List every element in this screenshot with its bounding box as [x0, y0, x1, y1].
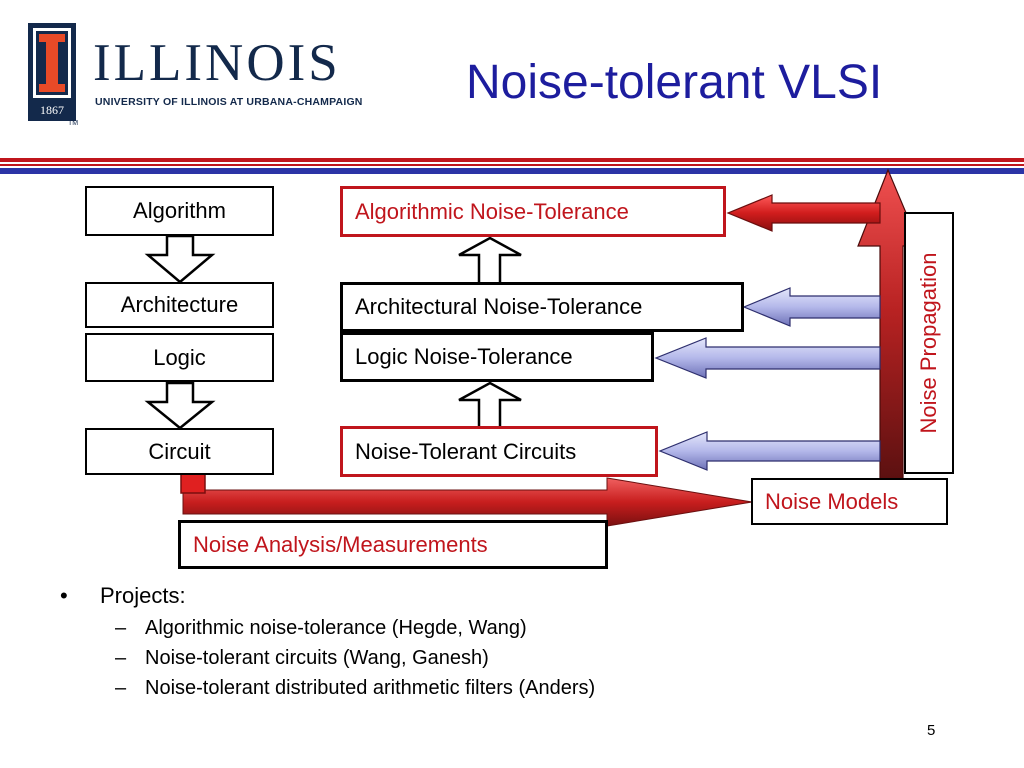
logo-year: 1867 [40, 103, 64, 117]
noise-propagation-box: Noise Propagation [904, 212, 954, 474]
circuit-box: Circuit [85, 428, 274, 475]
noise-propagation-label: Noise Propagation [916, 252, 941, 434]
list-item-text: Noise-tolerant distributed arithmetic fi… [145, 677, 596, 699]
logic-to-circuit-arrow [144, 381, 216, 430]
trademark-mark: TM [68, 120, 79, 127]
header-rule-blue [0, 168, 1024, 174]
algorithm-to-architecture-arrow [144, 234, 216, 284]
noise-analysis-box: Noise Analysis/Measurements [178, 520, 608, 569]
dash-marker: – [115, 617, 127, 639]
slide-title: Noise-tolerant VLSI [466, 56, 883, 109]
architectural-to-algorithmic-arrow [458, 236, 522, 286]
noise-tolerant-circuits-box: Noise-Tolerant Circuits [340, 426, 658, 477]
algorithmic-feedback-arrow [726, 194, 881, 232]
header-rule-red [0, 158, 1024, 162]
noise-models-box: Noise Models [751, 478, 948, 525]
architecture-box: Architecture [85, 282, 274, 328]
logic-noise-tolerance-box: Logic Noise-Tolerance [340, 332, 654, 382]
university-subtitle: UNIVERSITY OF ILLINOIS AT URBANA-CHAMPAI… [95, 96, 363, 108]
algorithm-box: Algorithm [85, 186, 274, 236]
list-item-text: Noise-tolerant circuits (Wang, Ganesh) [145, 647, 489, 669]
projects-heading: Projects: [100, 583, 186, 608]
page-number: 5 [927, 722, 936, 739]
architectural-noise-tolerance-box: Architectural Noise-Tolerance [340, 282, 744, 332]
circuit-feedback-arrow [658, 431, 881, 471]
dash-marker: – [115, 677, 127, 699]
university-logo-icon: 1867 [28, 23, 76, 121]
circuits-to-logic-arrow [458, 381, 522, 432]
logic-box: Logic [85, 333, 274, 382]
header-rule-red-thin [0, 164, 1024, 166]
bullet-dot: • [60, 583, 68, 608]
noise-propagation-arrow [857, 168, 921, 483]
architectural-feedback-arrow [742, 287, 881, 327]
algorithmic-noise-tolerance-box: Algorithmic Noise-Tolerance [340, 186, 726, 237]
list-item-text: Algorithmic noise-tolerance (Hegde, Wang… [145, 617, 527, 639]
noise-analysis-arrow [182, 477, 753, 527]
university-wordmark: ILLINOIS [93, 34, 341, 92]
dash-marker: – [115, 647, 127, 669]
logic-feedback-arrow [654, 337, 881, 379]
